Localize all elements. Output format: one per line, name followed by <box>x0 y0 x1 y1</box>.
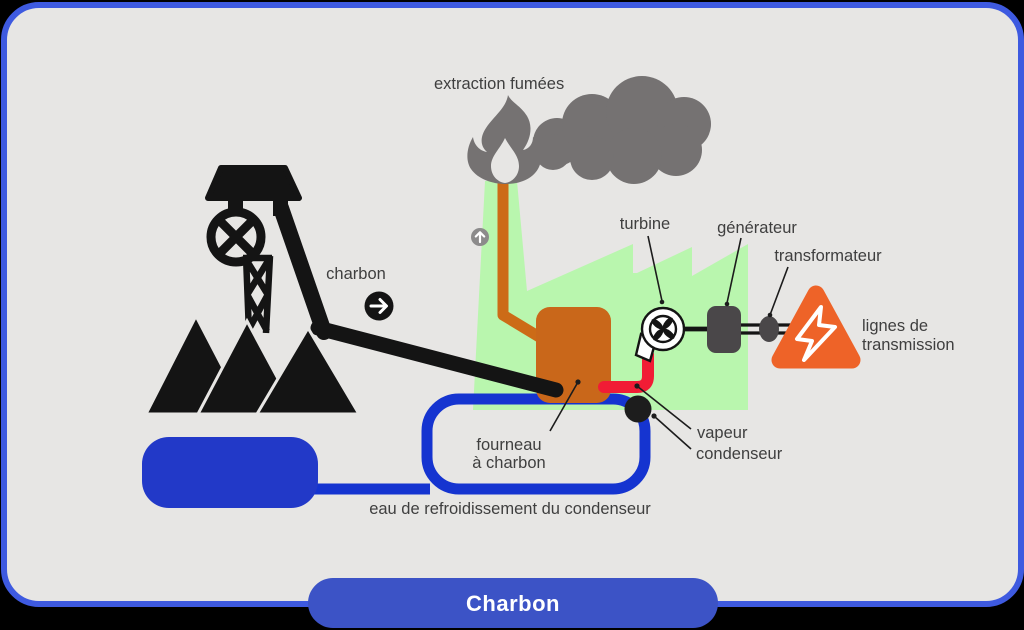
callout-lines <box>549 235 789 450</box>
mine-headframe-icon <box>205 165 564 398</box>
right-arrow-badge <box>364 291 394 321</box>
mine-roof <box>205 165 302 201</box>
mine-tower-lattice <box>242 254 274 334</box>
mine-back-leg <box>273 200 332 340</box>
callout-line-fourneau <box>549 381 579 432</box>
label-fourneau: fourneau <box>476 436 541 454</box>
label-extraction-fumees: extraction fumées <box>434 75 564 93</box>
callout-line-generateur <box>726 237 742 304</box>
transformer-dot <box>759 316 779 342</box>
flame-icon <box>467 95 542 184</box>
label-transmission: transmission <box>862 336 955 354</box>
label-condenseur: condenseur <box>696 445 783 463</box>
label-eau-refroidissement: eau de refroidissement du condenseur <box>369 500 651 518</box>
callout-line-transformateur <box>769 266 789 316</box>
label-lignes-de: lignes de <box>862 317 928 335</box>
coal-pile <box>254 325 362 416</box>
power-lines-icon <box>771 285 861 369</box>
coal-conveyor <box>310 320 564 398</box>
cooling-water-loop-pipe <box>421 393 651 495</box>
coal-furnace <box>536 307 611 403</box>
callout-line-turbine <box>647 235 663 302</box>
turbine-volute-icon <box>634 306 686 363</box>
turbine-fan-blades <box>651 317 675 341</box>
condenser-dot <box>624 395 652 423</box>
mine-pulley-spokes <box>215 216 257 258</box>
label-charbon: charbon <box>326 265 386 283</box>
label-transformateur: transformateur <box>774 247 882 265</box>
label-vapeur: vapeur <box>697 424 748 442</box>
chimney-flue-pipe <box>497 181 544 343</box>
coal-pile-icon <box>143 312 362 416</box>
generator-box <box>707 306 741 353</box>
smoke-cloud-icon <box>533 76 711 184</box>
label-a-charbon: à charbon <box>472 454 545 472</box>
lightning-bolt-icon <box>795 305 837 362</box>
charbon-button[interactable]: Charbon <box>308 578 718 628</box>
callout-line-vapeur <box>636 385 692 430</box>
callout-line-condenseur <box>653 415 692 450</box>
up-arrow-badge <box>471 228 489 246</box>
water-tank <box>142 437 318 508</box>
mine-pulley-wheel <box>206 207 266 267</box>
label-generateur: générateur <box>717 219 797 237</box>
label-turbine: turbine <box>620 215 670 233</box>
